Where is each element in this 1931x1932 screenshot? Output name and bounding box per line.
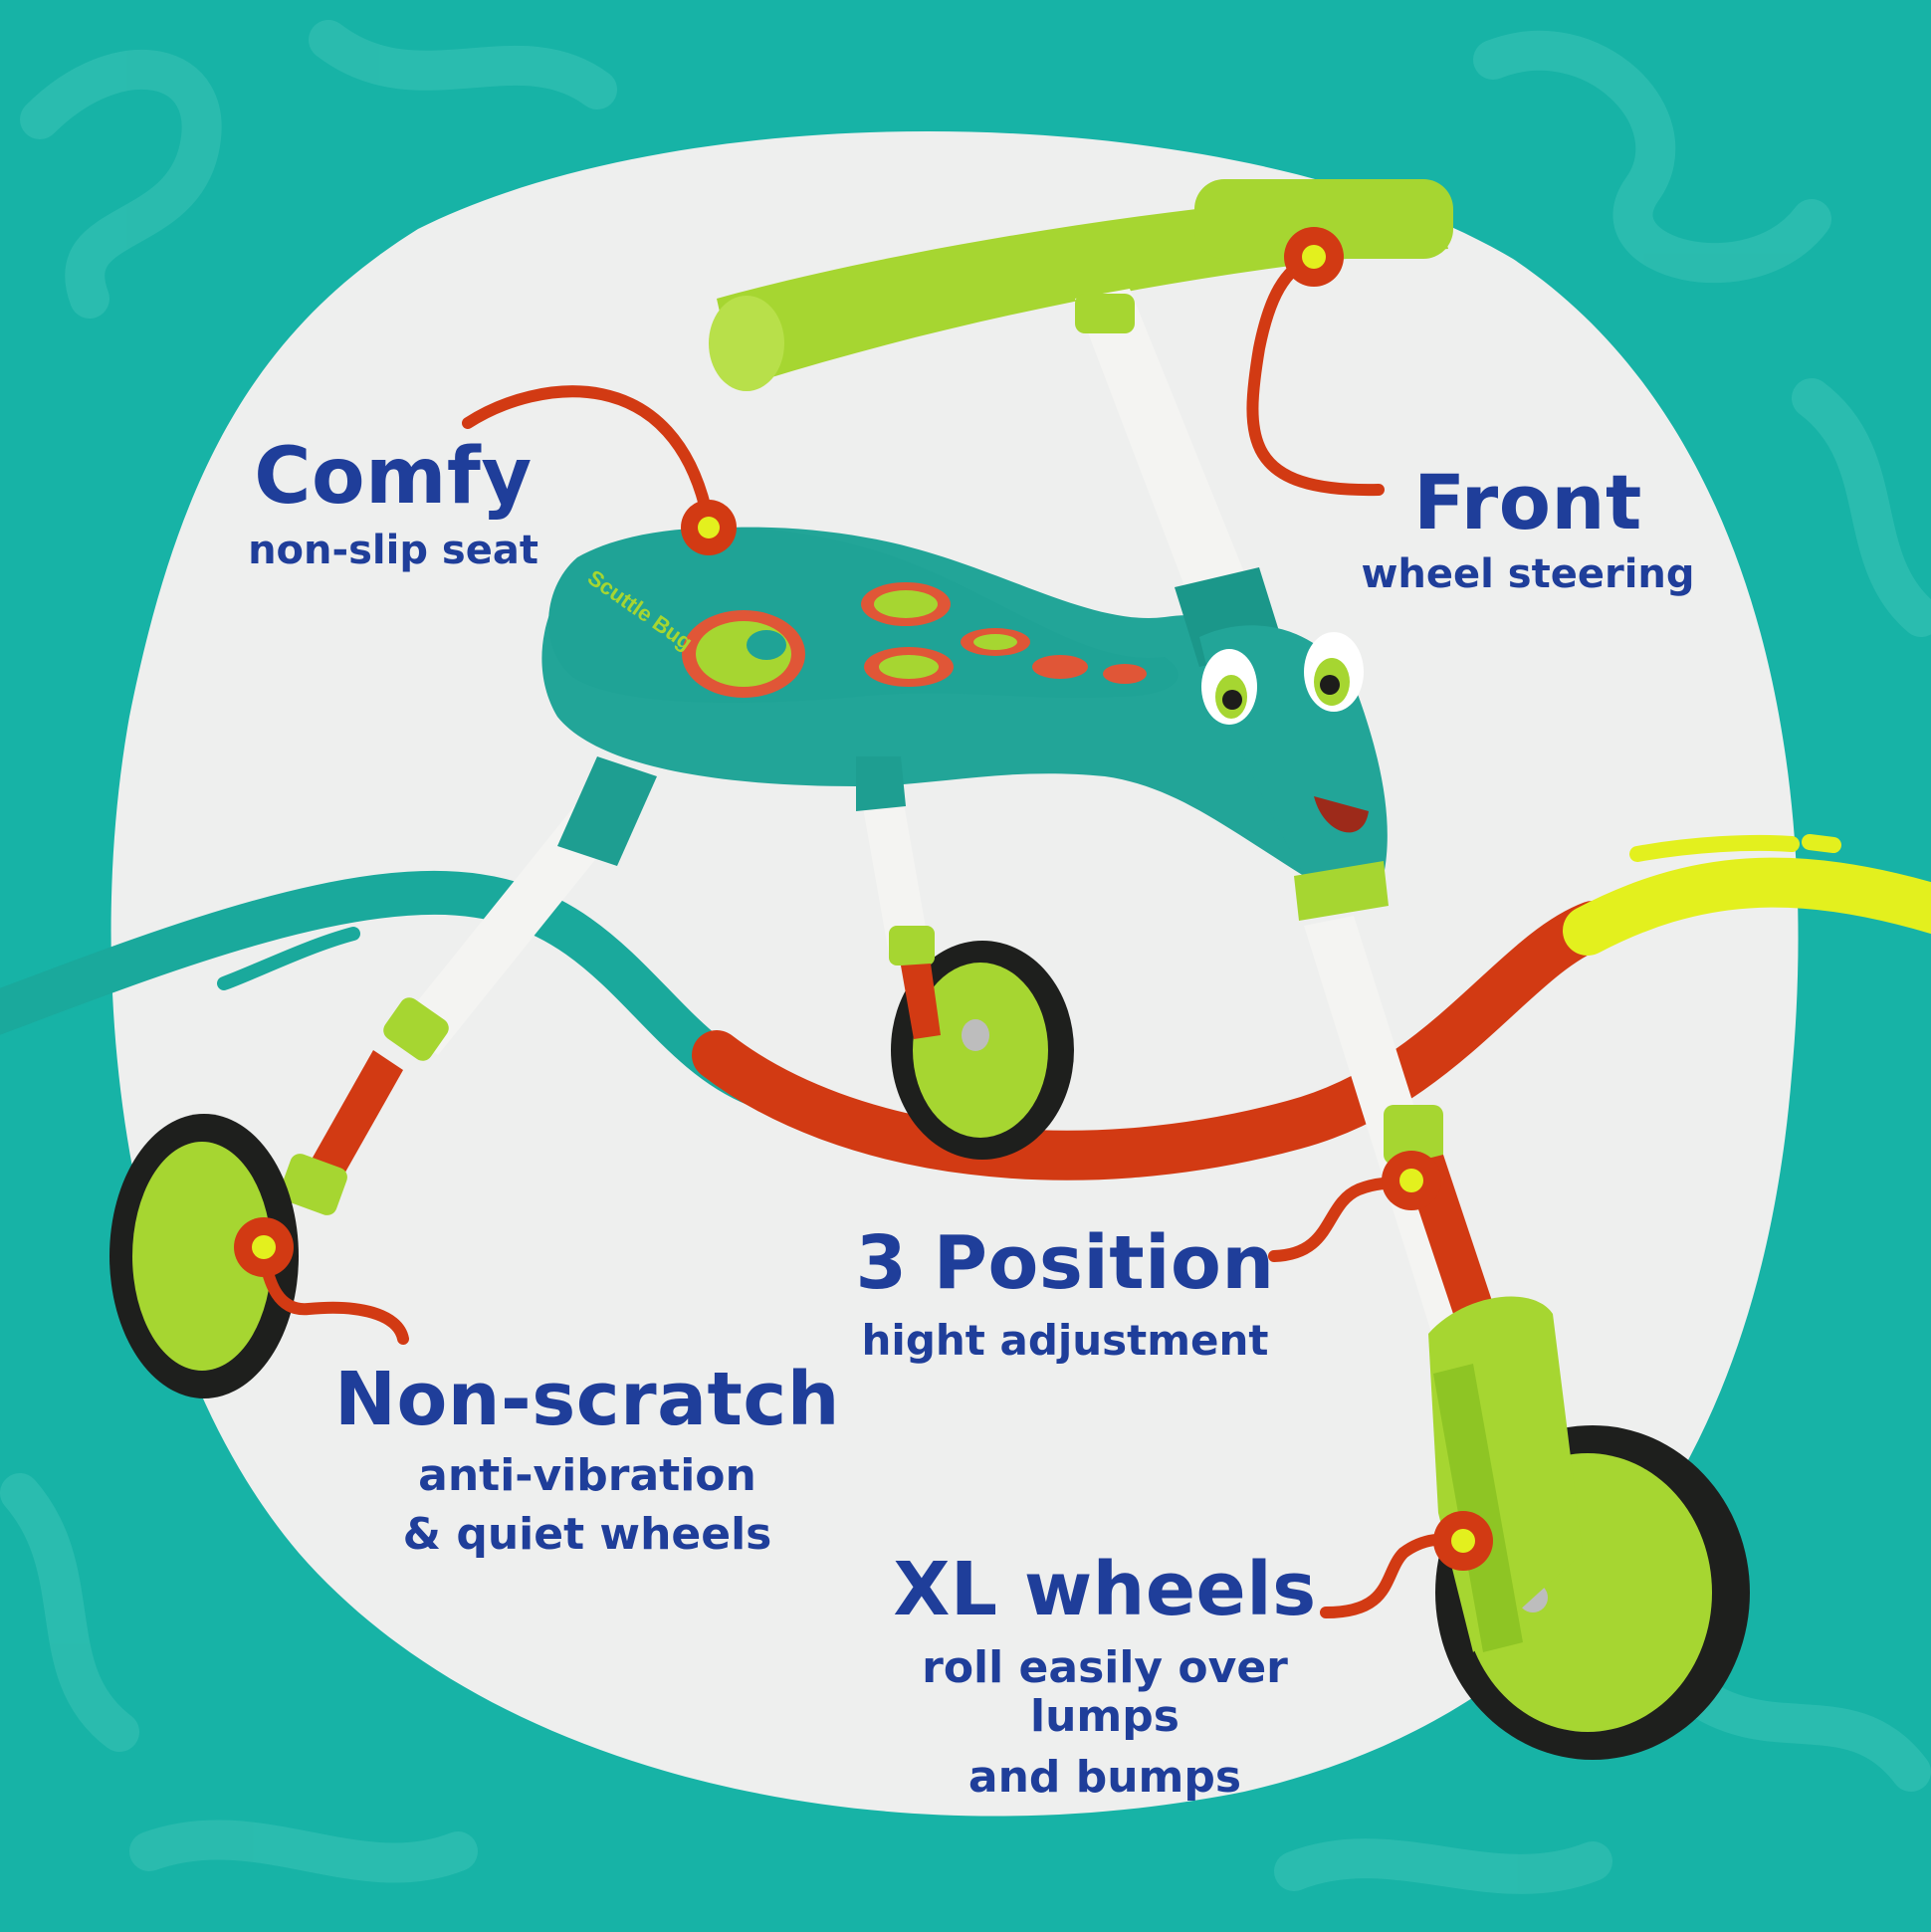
feature-non-scratch: Non-scratch anti-vibration & quiet wheel… (328, 1357, 846, 1561)
rear-wheel (109, 1114, 299, 1398)
yellow-ribbon (1563, 857, 1931, 956)
callout-dots (234, 227, 1493, 1571)
feature-title: Front (1413, 458, 1642, 546)
feature-subtitle: wheel steering (1361, 551, 1695, 598)
feature-3-position: 3 Position hight adjustment (836, 1222, 1294, 1364)
middle-wheel (891, 941, 1074, 1160)
bug-face (1201, 632, 1369, 833)
feature-subtitle: hight adjustment (861, 1315, 1269, 1365)
feature-xl-wheels: XL wheels roll easily over lumps and bum… (846, 1549, 1364, 1803)
feature-title: XL wheels (893, 1547, 1317, 1632)
feature-subtitle-line: anti-vibration (418, 1449, 756, 1501)
callout-dot-position (1382, 1151, 1441, 1210)
feature-subtitle-line: and bumps (967, 1752, 1242, 1804)
feature-subtitle-line: roll easily over lumps (922, 1641, 1288, 1743)
callout-dot-nonscratch (234, 1217, 294, 1277)
callout-dot-xl (1433, 1511, 1493, 1571)
yellow-ribbon-accent (1629, 834, 1800, 862)
feature-subtitle: non-slip seat (248, 528, 538, 574)
feature-title: 3 Position (855, 1220, 1275, 1306)
yellow-ribbon-dash (1802, 834, 1841, 853)
teal-ribbon (0, 870, 778, 1107)
callouts (258, 251, 1469, 1618)
feature-comfy: Comfy non-slip seat (214, 432, 572, 574)
feature-title: Non-scratch (334, 1357, 840, 1442)
feature-front-steering: Front wheel steering (1349, 460, 1707, 597)
feature-title: Comfy (254, 432, 533, 522)
teal-ribbon-accent (217, 927, 360, 990)
background-swirls (0, 20, 1931, 1894)
callout-line-front (1246, 251, 1385, 497)
callout-dot-front (1284, 227, 1344, 287)
callout-dot-comfy (681, 500, 737, 555)
seat-spots (682, 582, 1147, 698)
red-ribbon (692, 901, 1617, 1181)
callout-line-nonscratch (258, 1248, 409, 1345)
callout-line-comfy (462, 385, 715, 529)
feature-subtitle-line: & quiet wheels (402, 1509, 772, 1561)
